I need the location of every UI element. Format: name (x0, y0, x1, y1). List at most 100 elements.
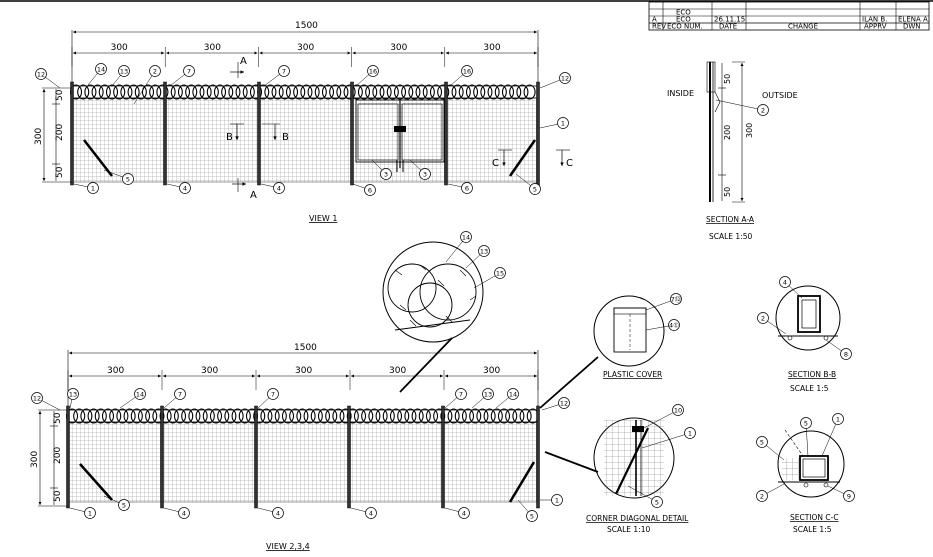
bay-dim-label: 300 (201, 366, 218, 376)
coil-loop (231, 408, 244, 424)
coil-loop (145, 408, 158, 424)
view234-mesh-panel (67, 421, 539, 503)
coil-loop (386, 84, 399, 100)
bay-dim-label: 300 (389, 366, 406, 376)
balloon-label: 4 (369, 510, 373, 518)
coil-loop (217, 408, 230, 424)
coil-loop (332, 408, 345, 424)
corner-detail-title: CORNER DIAGONAL DETAIL (586, 514, 689, 523)
balloon-label: 2 (761, 107, 765, 115)
coil-loop (519, 408, 532, 424)
coil-loop (310, 408, 323, 424)
fence-post (70, 81, 74, 186)
view234-razor-coil (65, 408, 539, 424)
section-bb-scale: SCALE 1:5 (790, 384, 829, 393)
balloon-label: 1 (836, 416, 840, 424)
bay-dim-label: 300 (390, 43, 407, 53)
section-aa-dim-mid: 200 (723, 125, 732, 140)
fence-post (441, 405, 445, 509)
coil-loop (98, 84, 111, 100)
view1-dim-bottom: 50 (55, 166, 65, 178)
balloon-label: 12 (33, 395, 41, 403)
balloon-label: 13 (120, 68, 128, 76)
view1-dim-mid: 200 (55, 124, 65, 141)
view1-section-marks: A A B B C C (226, 56, 573, 201)
coil-loop (415, 84, 428, 100)
rev-row0-eco: ECO (676, 9, 691, 17)
coil-detail-circle (382, 241, 484, 393)
coil-loop (454, 408, 467, 424)
coil-loop (289, 408, 302, 424)
coil-loop (101, 408, 115, 424)
coil-loop (447, 408, 460, 424)
balloon-label: 7⑫ (671, 296, 682, 304)
section-mark-a-bottom: A (250, 190, 257, 201)
section-mark-a-top: A (240, 56, 247, 67)
fence-post (536, 405, 540, 509)
coil-loop (77, 84, 90, 100)
section-aa-title: SECTION A-A (706, 215, 755, 224)
coil-loop (293, 84, 306, 100)
view1-mesh-panel (71, 97, 539, 183)
view234-dim-total: 300 (30, 451, 40, 468)
balloon-label: 1 (688, 430, 692, 438)
coil-loop (156, 84, 169, 100)
balloon-label: 5 (655, 499, 659, 507)
balloon-label: 5 (126, 176, 130, 184)
coil-loop (429, 84, 443, 100)
balloon-label: 9 (847, 493, 851, 501)
balloon-label: 3 (384, 171, 388, 179)
section-mark-c-left: C (492, 158, 499, 169)
view234-dim-mid: 200 (53, 447, 63, 464)
coil-loop (509, 84, 522, 100)
coil-loop (199, 84, 212, 100)
coil-loop (501, 84, 515, 100)
view234-dim-top: 50 (53, 412, 63, 424)
balloon-label: 14 (509, 391, 517, 399)
coil-loop (238, 408, 251, 424)
balloon-label: 13 (69, 391, 77, 399)
coil-loop (473, 84, 486, 100)
coil-loop (113, 84, 126, 100)
balloon-label: 10 (674, 407, 682, 415)
coil-loop (192, 84, 205, 100)
bay-dim-label: 300 (483, 366, 500, 376)
plastic-cover-title: PLASTIC COVER (603, 370, 662, 379)
view1-total-dim: 1500 (295, 21, 318, 31)
coil-loop (469, 408, 482, 424)
balloon-label: 1 (88, 510, 92, 518)
coil-loop (228, 84, 241, 100)
fence-post (163, 81, 167, 186)
coil-loop (137, 408, 151, 424)
coil-loop (404, 408, 417, 424)
fence-post (257, 81, 261, 186)
coil-loop (325, 408, 338, 424)
coil-loop (418, 408, 431, 424)
coil-loop (487, 84, 500, 100)
section-aa-scale: SCALE 1:50 (709, 232, 752, 241)
balloon-label: 4 (783, 279, 787, 287)
rev-row1-dwn: ELENA A. (898, 16, 930, 24)
coil-loop (365, 84, 378, 100)
balloon-label: 12 (37, 71, 45, 79)
balloon-label: 4 (183, 185, 187, 193)
coil-loop (105, 84, 119, 100)
coil-loop (73, 408, 86, 424)
section-a-a: 300 50 200 50 INSIDE OUTSIDE SECTION A-A… (667, 61, 798, 241)
section-c-c: SECTION C-C SCALE 1:5 (777, 429, 845, 534)
coil-loop (149, 84, 162, 100)
view234-height-dims: 300 50 200 50 (30, 409, 68, 507)
rev-row1-apprv: ILAN B. (862, 16, 887, 24)
rev-row1-rev: A (652, 16, 657, 24)
balloon-label: 3 (423, 171, 427, 179)
rev-header-change: CHANGE (788, 23, 818, 31)
balloon-label: 14 (136, 391, 144, 399)
coil-loop (476, 408, 489, 424)
rev-header-date: DATE (719, 23, 737, 31)
coil-loop (314, 84, 327, 100)
coil-loop (379, 84, 392, 100)
coil-loop (408, 84, 421, 100)
